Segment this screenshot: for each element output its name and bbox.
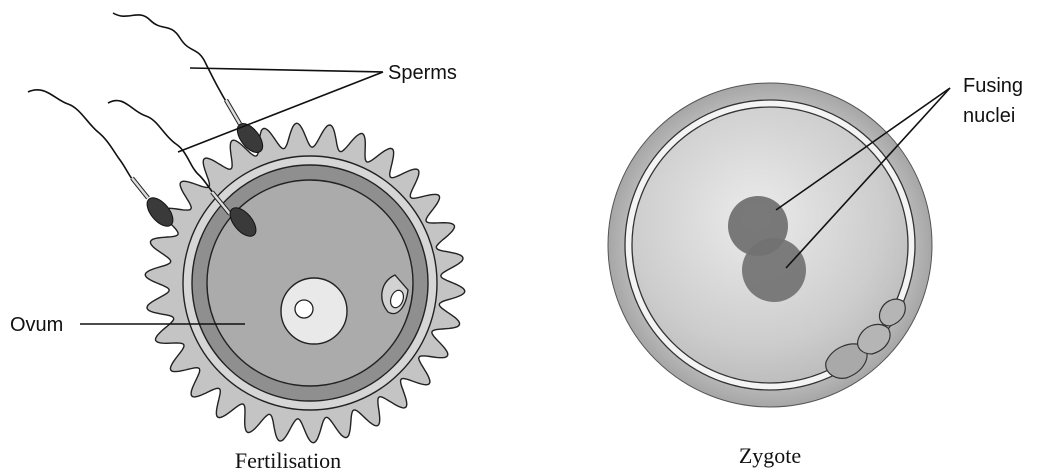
ovum-nucleus [281, 278, 347, 344]
sperm-left [28, 90, 178, 231]
fertilisation-caption: Fertilisation [235, 448, 341, 473]
sperms-label: Sperms [388, 62, 457, 84]
sperm-top [113, 13, 268, 157]
ovum-nucleolus [295, 300, 313, 318]
zygote-caption: Zygote [739, 443, 801, 468]
fusing-label-line1: Fusing [963, 75, 1023, 97]
fertilisation-diagram: Sperms Ovum Fertilisation [10, 13, 465, 473]
sperms-label-group: Sperms [178, 62, 457, 152]
ovum-label: Ovum [10, 314, 63, 336]
fusing-label-line2: nuclei [963, 105, 1015, 127]
zygote-diagram: Fusing nuclei Zygote [608, 75, 1023, 468]
fusing-nucleus-lower [742, 238, 806, 302]
